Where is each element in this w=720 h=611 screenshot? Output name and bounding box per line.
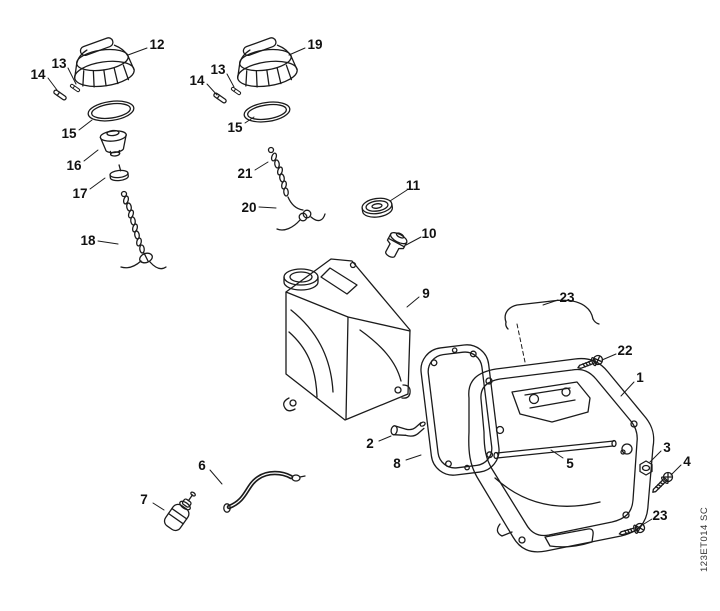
part-pin-14-left bbox=[52, 88, 68, 102]
callout-18: 18 bbox=[80, 233, 119, 248]
drawing-number-watermark: 123ET014 SC bbox=[699, 507, 710, 572]
part-elbow-2 bbox=[390, 421, 426, 437]
callout-14-right: 14 bbox=[189, 73, 218, 96]
part-pin-14-right bbox=[212, 91, 228, 105]
callout-4: 4 bbox=[670, 454, 691, 476]
callout-21: 21 bbox=[237, 161, 269, 181]
callout-label-18: 18 bbox=[80, 233, 96, 248]
callout-label-11: 11 bbox=[406, 178, 421, 193]
part-grommet-11 bbox=[361, 197, 393, 218]
callout-9: 9 bbox=[406, 286, 430, 308]
callout-1: 1 bbox=[620, 370, 644, 397]
part-oring-15-left bbox=[86, 97, 136, 125]
part-fuel-cap-19 bbox=[232, 33, 300, 91]
callout-17: 17 bbox=[72, 177, 106, 201]
part-retainer-wire-20 bbox=[276, 196, 326, 231]
callout-label-10: 10 bbox=[421, 226, 436, 241]
callout-label-19: 19 bbox=[307, 37, 322, 52]
callout-label-2: 2 bbox=[366, 436, 374, 451]
part-clip-13-right bbox=[230, 86, 242, 96]
callouts: 12 13 14 15 16 17 bbox=[30, 37, 691, 528]
callout-6: 6 bbox=[198, 458, 223, 485]
part-washer-17 bbox=[109, 164, 129, 182]
callout-label-16: 16 bbox=[66, 158, 82, 173]
part-screw-4 bbox=[648, 469, 676, 497]
callout-label-8: 8 bbox=[393, 456, 401, 471]
part-gasket-8 bbox=[420, 344, 500, 476]
callout-label-21: 21 bbox=[237, 166, 253, 181]
part-fuel-filter-7 bbox=[163, 491, 196, 532]
callout-label-23-bottom: 23 bbox=[652, 508, 668, 523]
part-wire-rod-23 bbox=[504, 299, 600, 363]
part-rod-5 bbox=[493, 439, 617, 460]
callout-label-20: 20 bbox=[241, 200, 256, 215]
part-vent-valve-10 bbox=[385, 232, 408, 258]
callout-label-1: 1 bbox=[636, 370, 644, 385]
callout-15-right: 15 bbox=[227, 116, 255, 135]
part-housing-1 bbox=[468, 357, 655, 553]
callout-label-22: 22 bbox=[617, 343, 632, 358]
callout-label-17: 17 bbox=[72, 186, 87, 201]
callout-15-left: 15 bbox=[61, 119, 93, 141]
callout-label-15-left: 15 bbox=[61, 126, 77, 141]
part-insert-16 bbox=[99, 129, 127, 157]
callout-label-13-left: 13 bbox=[51, 56, 67, 71]
callout-label-3: 3 bbox=[663, 440, 671, 455]
callout-5: 5 bbox=[550, 449, 574, 471]
callout-label-23-top: 23 bbox=[559, 290, 575, 305]
callout-label-7: 7 bbox=[140, 492, 148, 507]
callout-12: 12 bbox=[127, 37, 165, 56]
part-nut-3 bbox=[639, 460, 653, 476]
part-clip-13-left bbox=[69, 83, 81, 93]
callout-label-14-left: 14 bbox=[30, 67, 46, 82]
callout-8: 8 bbox=[393, 454, 422, 471]
callout-14-left: 14 bbox=[30, 67, 58, 91]
part-pickup-chain-18 bbox=[120, 190, 167, 270]
callout-23-bottom: 23 bbox=[638, 508, 668, 528]
callout-label-15-right: 15 bbox=[227, 120, 243, 135]
callout-13-right: 13 bbox=[210, 62, 235, 88]
callout-7: 7 bbox=[140, 492, 165, 511]
part-fuel-tank-9 bbox=[283, 258, 411, 421]
part-chain-21 bbox=[267, 146, 289, 197]
callout-10: 10 bbox=[405, 226, 437, 246]
callout-label-9: 9 bbox=[422, 286, 430, 301]
callout-label-14-right: 14 bbox=[189, 73, 205, 88]
callout-19: 19 bbox=[288, 37, 323, 56]
part-fuel-cap-12 bbox=[69, 33, 137, 91]
callout-20: 20 bbox=[241, 200, 277, 215]
callout-2: 2 bbox=[366, 435, 392, 451]
callout-label-5: 5 bbox=[566, 456, 574, 471]
callout-11: 11 bbox=[389, 178, 421, 202]
callout-label-12: 12 bbox=[149, 37, 164, 52]
callout-22: 22 bbox=[601, 343, 633, 361]
callout-label-4: 4 bbox=[683, 454, 691, 469]
callout-label-13-right: 13 bbox=[210, 62, 226, 77]
callout-label-6: 6 bbox=[198, 458, 206, 473]
part-fuel-line-6 bbox=[223, 470, 306, 513]
part-oring-15-right bbox=[242, 98, 292, 126]
callout-3: 3 bbox=[649, 440, 671, 463]
callout-23-top: 23 bbox=[542, 290, 575, 306]
callout-16: 16 bbox=[66, 149, 99, 173]
callout-13-left: 13 bbox=[51, 56, 77, 85]
